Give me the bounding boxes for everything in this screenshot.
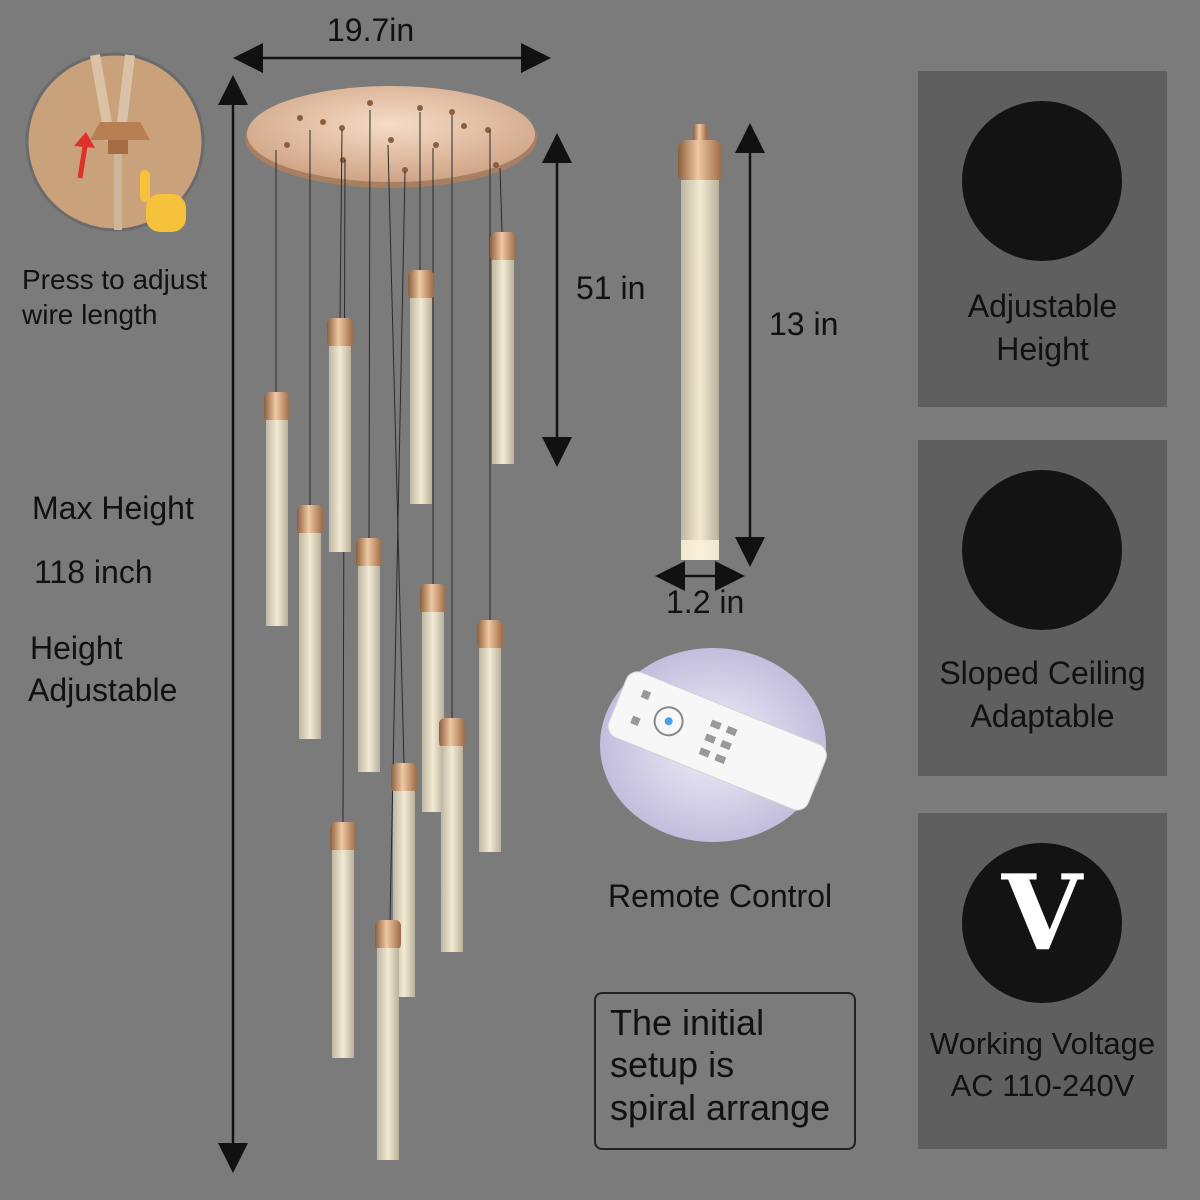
drop-length-label: 51 in xyxy=(576,270,646,306)
feature-adjustable-height: Adjustable Height xyxy=(918,71,1167,407)
feature-label: Working Voltage AC 110-240V xyxy=(929,1026,1156,1103)
voltage-v-icon: V xyxy=(1001,851,1083,974)
remote-control-label: Remote Control xyxy=(608,878,833,914)
press-adjust-caption: Press to adjust wire length xyxy=(22,262,207,332)
height-adjustable-line2: Adjustable xyxy=(28,672,178,708)
tube-length-label: 13 in xyxy=(769,306,839,342)
press-adjust-line2: wire length xyxy=(22,299,158,330)
feature-label: Adjustable Height xyxy=(967,288,1118,368)
single-tube-detail xyxy=(678,124,722,560)
feature-icon-circle: V xyxy=(962,843,1122,1003)
max-height-value: 118 inch xyxy=(34,554,153,590)
feature-working-voltage: V Working Voltage AC 110-240V xyxy=(918,813,1167,1149)
press-adjust-line1: Press to adjust xyxy=(22,264,208,295)
height-adjustable-line1: Height xyxy=(30,630,123,666)
tube-width-label: 1.2 in xyxy=(666,584,745,620)
pointing-hand-icon xyxy=(140,170,186,232)
feature-sloped-ceiling: Sloped Ceiling Adaptable xyxy=(918,440,1167,776)
pendant-tube-set xyxy=(264,232,516,1160)
press-adjust-photo xyxy=(25,52,205,232)
feature-icon-circle xyxy=(962,470,1122,630)
canopy xyxy=(245,86,537,188)
feature-label: Sloped Ceiling Adaptable xyxy=(939,655,1146,735)
canopy-width-label: 19.7in xyxy=(327,12,415,48)
remote-control-photo xyxy=(600,648,827,842)
max-height-label: Max Height xyxy=(32,490,194,526)
feature-icon-circle xyxy=(962,101,1122,261)
spiral-setup-note: The initial setup is spiral arrange xyxy=(594,992,856,1150)
